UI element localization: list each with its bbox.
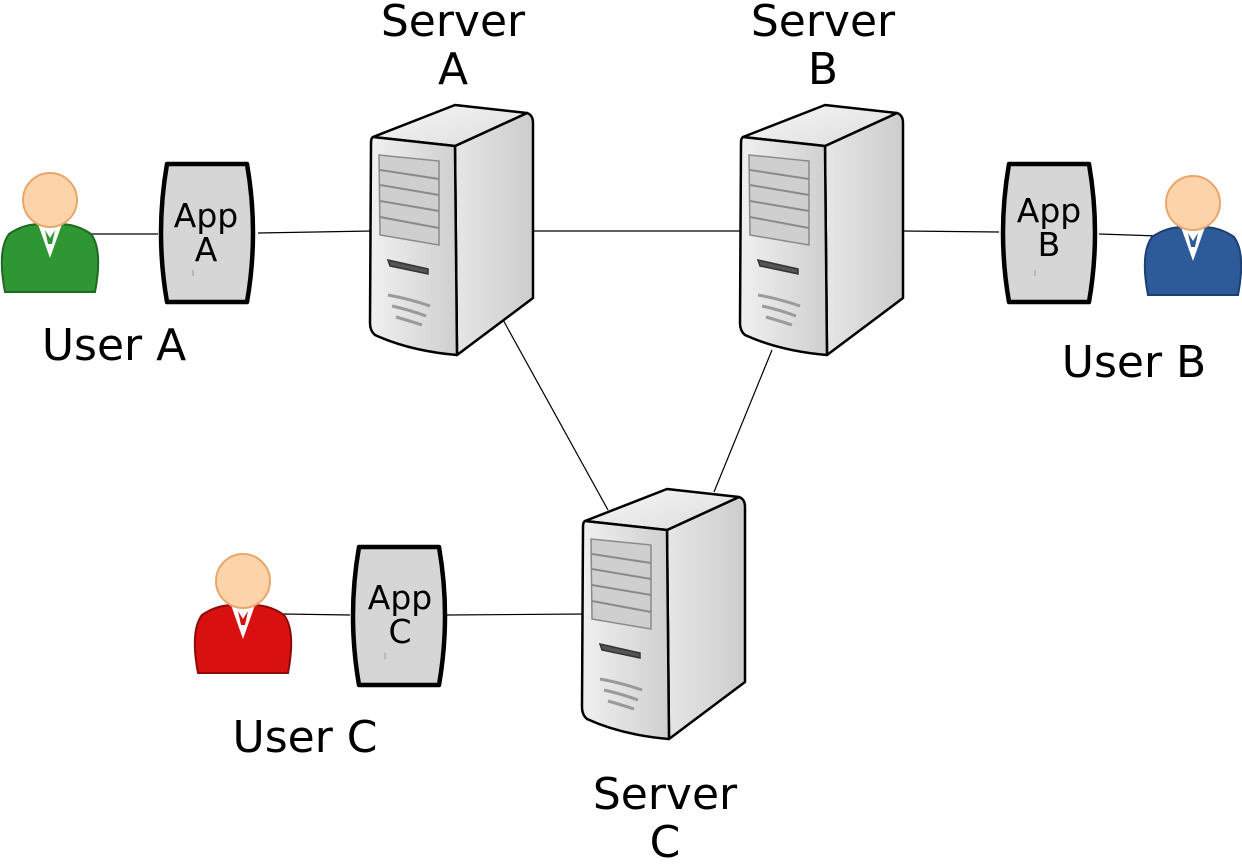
app-c-label-line1: App [367,578,433,617]
link-userc-appc [282,613,351,616]
user-a-avatar-icon [0,172,100,293]
user-c-label: User C [232,712,378,763]
link-serverb-serverc [713,349,773,493]
app-b-label: App B [999,194,1099,261]
app-b-label-line2: B [1037,225,1061,264]
user-a-label: User A [41,320,187,371]
server-c-label-line1: Server [592,769,738,820]
app-c-label-line2: C [388,612,412,651]
app-c-label: App C [350,581,450,648]
link-appc-serverc [446,613,586,616]
server-a-label-line2: A [437,44,469,95]
link-appa-servera [257,230,373,234]
user-b-label: User B [1061,337,1207,388]
app-a-label: App A [156,199,256,266]
server-a-icon [368,103,535,357]
link-servera-serverc [501,317,609,511]
server-b-label: Server B [713,0,933,92]
app-b-label-line1: App [1016,191,1082,230]
user-c-avatar-icon [193,553,293,674]
server-b-icon [738,103,905,357]
server-b-label-line2: B [807,44,839,95]
server-c-label-line2: C [649,817,681,868]
user-b-avatar-icon [1143,175,1242,296]
app-a-label-line2: A [194,230,218,269]
server-a-label: Server A [343,0,563,92]
link-appb-userb [1098,233,1159,237]
server-b-label-line1: Server [750,0,896,47]
server-a-label-line1: Server [380,0,526,47]
server-c-icon [580,487,747,741]
connection-lines [92,230,1159,616]
app-a-label-line1: App [173,196,239,235]
server-c-label: Server C [555,773,775,865]
link-serverb-appb [902,230,1000,233]
